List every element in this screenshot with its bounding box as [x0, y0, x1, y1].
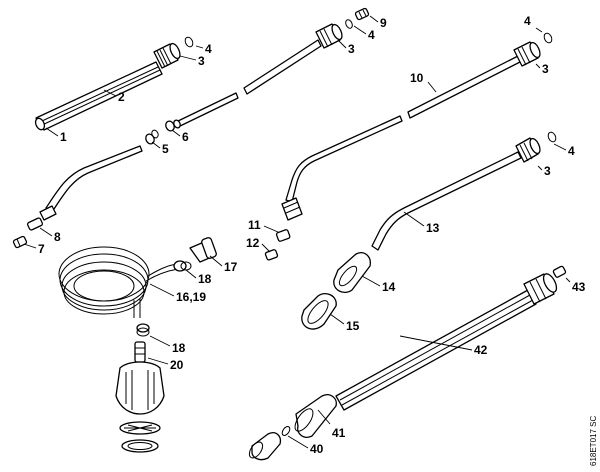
callout-20: 20	[170, 358, 184, 372]
callout-3b: 3	[348, 42, 355, 56]
callout-4b: 4	[368, 28, 375, 42]
nozzle-part-12	[264, 249, 279, 261]
callout-3c: 3	[542, 62, 549, 76]
callout-16-19: 16,19	[176, 290, 206, 304]
hose-coil-part-16-19	[58, 246, 179, 318]
lance-tube-upper-middle	[173, 23, 343, 129]
nipple-part-43	[552, 265, 567, 278]
nozzle-part-40	[248, 426, 291, 461]
nozzle-part-8	[26, 217, 44, 231]
callout-8: 8	[54, 230, 61, 244]
callout-41: 41	[332, 426, 346, 440]
nozzle-part-14	[333, 252, 371, 294]
extension-lance-part-42	[335, 273, 558, 411]
callout-2: 2	[118, 90, 125, 104]
fitting-part-17	[189, 237, 217, 263]
callout-5: 5	[162, 142, 169, 156]
callout-13: 13	[426, 221, 440, 235]
callout-4c: 4	[524, 14, 531, 28]
o-ring-part-4a	[184, 36, 194, 48]
callout-40: 40	[310, 442, 324, 456]
sleeve-part-41	[294, 394, 337, 438]
nozzle-part-15	[301, 292, 337, 330]
callout-14: 14	[382, 280, 396, 294]
callout-18a: 18	[198, 272, 212, 286]
clamp-part-18a	[173, 260, 192, 272]
nipple-part-9	[354, 7, 370, 21]
callout-42: 42	[474, 343, 488, 357]
callout-9: 9	[380, 16, 387, 30]
callout-15: 15	[346, 319, 360, 333]
o-ring-part-4d	[547, 131, 557, 143]
suction-filter-part-20	[115, 341, 165, 453]
callout-12: 12	[246, 236, 260, 250]
curved-lance-part-13	[371, 137, 541, 251]
callout-3a: 3	[198, 54, 205, 68]
o-ring-part-4c	[543, 32, 553, 44]
callout-labels: 1 2 3 4 3 4 9 10 4 3 5 6 8 7 11 12 13 3 …	[38, 14, 586, 456]
callout-1: 1	[60, 130, 67, 144]
callout-4a: 4	[205, 42, 212, 56]
fitting-part-5	[145, 129, 159, 145]
nozzle-part-7	[12, 235, 28, 249]
callout-6: 6	[182, 130, 189, 144]
drawing-code: 618ET017 SC	[589, 416, 598, 466]
callout-4d: 4	[568, 144, 575, 158]
callout-10: 10	[410, 71, 424, 85]
nozzle-part-11	[275, 229, 291, 242]
callout-3d: 3	[544, 164, 551, 178]
callout-7: 7	[38, 242, 45, 256]
angled-lance-part-10	[281, 41, 541, 221]
o-ring-part-4b	[345, 19, 353, 29]
curved-lance-left	[39, 145, 143, 221]
callout-43: 43	[572, 280, 586, 294]
callout-11: 11	[248, 218, 261, 232]
callout-18b: 18	[172, 341, 186, 355]
leader-lines	[23, 15, 571, 449]
lance-part-2	[34, 42, 181, 131]
clamp-part-18b	[136, 323, 150, 337]
callout-17: 17	[224, 260, 238, 274]
